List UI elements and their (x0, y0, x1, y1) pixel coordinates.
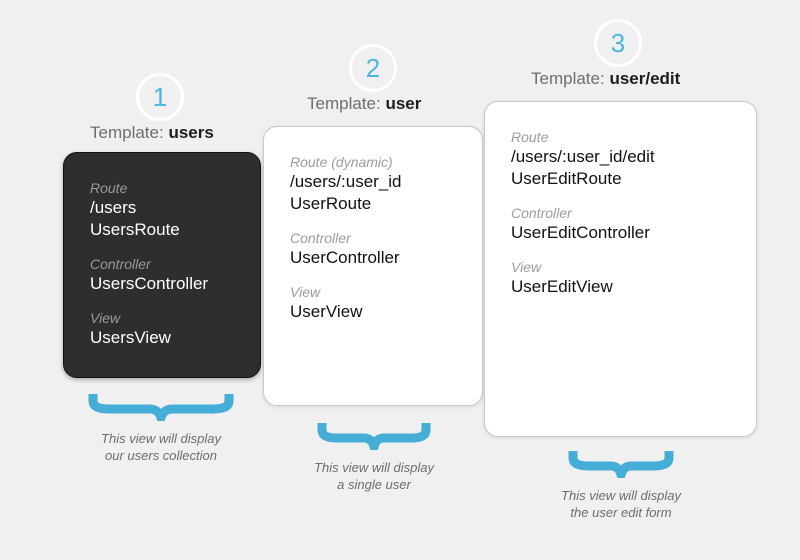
brace-description-1: This view will display our users collecti… (71, 430, 251, 464)
template-prefix-3: Template: (531, 69, 610, 88)
step-badge-1: 1 (136, 73, 184, 121)
desc-line-2: a single user (337, 477, 411, 492)
row-value-secondary: UserRoute (290, 194, 372, 213)
desc-line-1: This view will display (314, 460, 434, 475)
row-value-primary: UserEditController (511, 223, 650, 242)
card-rows-2: Route (dynamic) /users/:user_id UserRout… (290, 153, 468, 323)
card-rows-1: Route /users UsersRoute Controller Users… (90, 179, 246, 349)
row-value-primary: UserView (290, 302, 363, 321)
step-number-1: 1 (152, 82, 168, 112)
row-value-primary: UserEditView (511, 277, 613, 296)
template-label-1: Template: users (90, 123, 214, 143)
row-key: Route (511, 129, 549, 145)
row-key: Controller (290, 230, 351, 246)
card-row-route-3: Route /users/:user_id/edit UserEditRoute (511, 128, 742, 190)
brace-group-1: This view will display our users collecti… (71, 391, 251, 464)
card-row-route-2: Route (dynamic) /users/:user_id UserRout… (290, 153, 468, 215)
row-value-primary: UsersController (90, 274, 209, 293)
curly-brace-icon-1 (88, 394, 234, 421)
curly-brace-icon-3 (568, 451, 674, 478)
desc-line-2: the user edit form (570, 505, 672, 520)
row-key: View (290, 284, 321, 300)
step-card-3[interactable]: Route /users/:user_id/edit UserEditRoute… (484, 101, 757, 437)
template-prefix-1: Template: (90, 123, 169, 142)
row-value-secondary: UserEditRoute (511, 169, 622, 188)
template-name-2: user (385, 94, 422, 113)
card-rows-3: Route /users/:user_id/edit UserEditRoute… (511, 128, 742, 298)
row-key: Route (dynamic) (290, 154, 393, 170)
step-number-3: 3 (610, 28, 626, 58)
card-row-controller-2: Controller UserController (290, 229, 468, 269)
row-key: Controller (511, 205, 572, 221)
card-row-view-2: View UserView (290, 283, 468, 323)
template-name-3: user/edit (609, 69, 681, 88)
step-badge-3: 3 (594, 19, 642, 67)
step-number-2: 2 (365, 53, 381, 83)
card-row-view-1: View UsersView (90, 309, 246, 349)
template-label-3: Template: user/edit (531, 69, 680, 89)
brace-description-3: This view will display the user edit form (531, 487, 711, 521)
brace-description-2: This view will display a single user (284, 459, 464, 493)
card-row-controller-1: Controller UsersController (90, 255, 246, 295)
row-value-secondary: UsersRoute (90, 220, 180, 239)
desc-line-2: our users collection (105, 448, 217, 463)
brace-group-2: This view will display a single user (284, 420, 464, 493)
step-card-1[interactable]: Route /users UsersRoute Controller Users… (63, 152, 261, 378)
brace-group-3: This view will display the user edit form (531, 448, 711, 521)
desc-line-1: This view will display (101, 431, 221, 446)
template-name-1: users (168, 123, 214, 142)
row-value-primary: /users/:user_id/edit (511, 147, 655, 166)
template-prefix-2: Template: (307, 94, 386, 113)
step-badge-2: 2 (349, 44, 397, 92)
card-row-route-1: Route /users UsersRoute (90, 179, 246, 241)
row-key: View (90, 310, 121, 326)
row-value-primary: /users (90, 198, 137, 217)
template-label-2: Template: user (307, 94, 421, 114)
row-value-primary: UserController (290, 248, 400, 267)
step-card-2[interactable]: Route (dynamic) /users/:user_id UserRout… (263, 126, 483, 406)
desc-line-1: This view will display (561, 488, 681, 503)
row-value-primary: /users/:user_id (290, 172, 402, 191)
card-row-view-3: View UserEditView (511, 258, 742, 298)
card-row-controller-3: Controller UserEditController (511, 204, 742, 244)
row-key: Route (90, 180, 128, 196)
row-key: Controller (90, 256, 151, 272)
curly-brace-icon-2 (317, 423, 431, 450)
row-value-primary: UsersView (90, 328, 171, 347)
row-key: View (511, 259, 542, 275)
